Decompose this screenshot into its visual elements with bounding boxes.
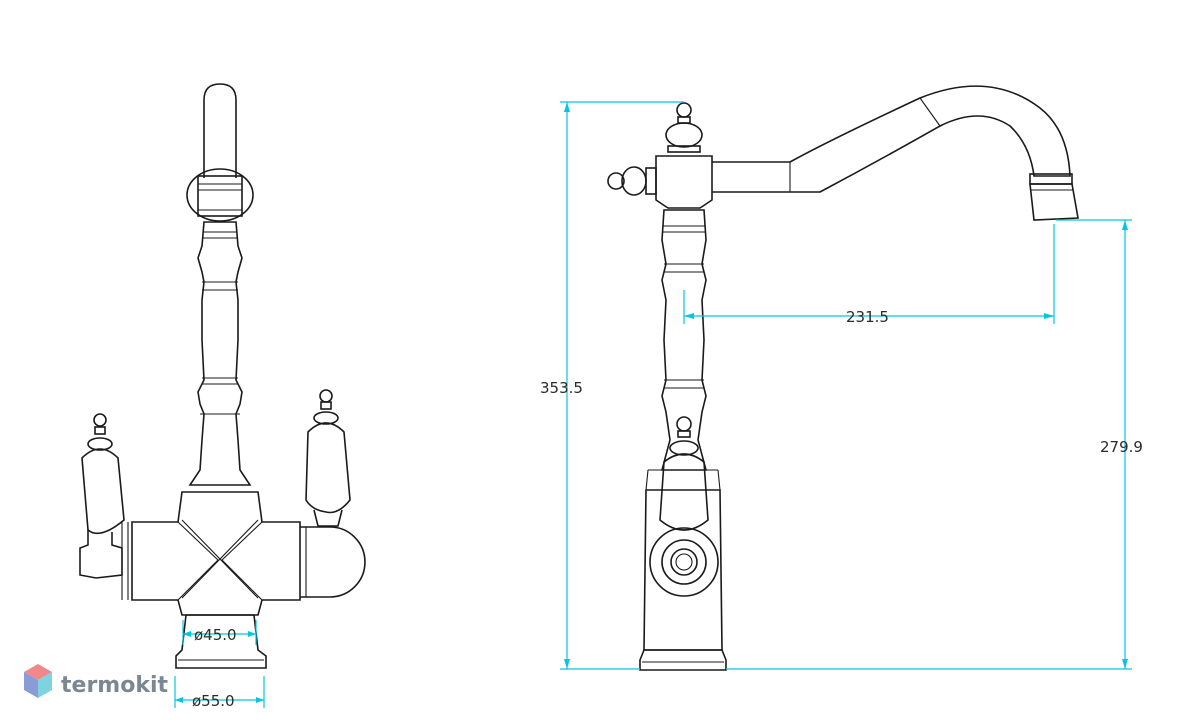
side-knob <box>607 172 625 190</box>
side-dimensions: 353.5 231.5 279.9 <box>540 101 1143 670</box>
front-body <box>131 491 301 616</box>
front-aerator <box>197 175 243 217</box>
front-dimensions: ø45.0 ø55.0 <box>174 620 265 710</box>
front-right-cap <box>300 526 366 598</box>
side-base <box>639 649 727 671</box>
side-handle <box>659 416 709 531</box>
front-spout <box>203 83 237 178</box>
side-body-port <box>649 527 719 597</box>
front-view <box>79 83 366 669</box>
front-base <box>175 614 267 669</box>
brand-name: termokit <box>61 673 168 698</box>
side-spout <box>712 85 1071 193</box>
cube-icon <box>24 664 52 698</box>
dim-spout-reach: 231.5 <box>846 308 889 326</box>
dim-spout-height: 279.9 <box>1100 438 1143 456</box>
dim-inner-diameter: ø45.0 <box>194 626 237 644</box>
front-left-handle <box>79 413 125 579</box>
side-view <box>607 85 1079 671</box>
front-spout-ring <box>186 168 254 222</box>
side-head <box>655 155 713 209</box>
side-aerator <box>1029 183 1079 221</box>
brand-logo: termokit <box>24 664 168 698</box>
dim-total-height: 353.5 <box>540 379 583 397</box>
side-finial <box>676 102 692 118</box>
front-right-handle <box>305 389 351 527</box>
dim-outer-diameter: ø55.0 <box>192 692 235 710</box>
front-column <box>188 221 252 486</box>
